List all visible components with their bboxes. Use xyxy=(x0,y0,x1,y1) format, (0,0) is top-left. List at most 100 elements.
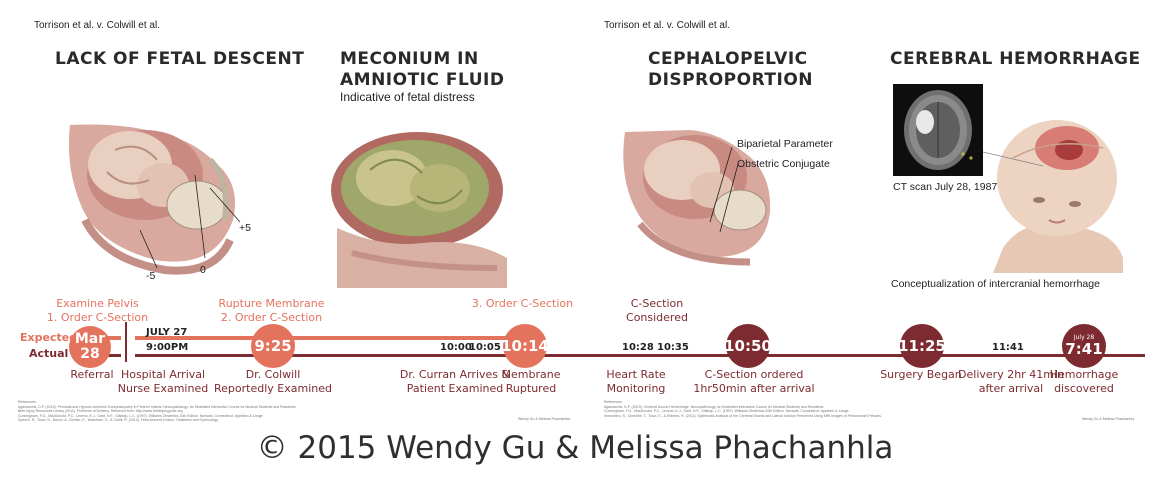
top-event-third-order: 3. Order C-Section xyxy=(465,297,580,311)
bottom-event-line: after arrival xyxy=(978,382,1044,395)
heading-cephalopelvic: CEPHALOPELVIC DISPROPORTION xyxy=(648,49,813,91)
time-value: 10:14 xyxy=(501,337,549,355)
bottom-event-line: Surgery Began xyxy=(880,368,962,381)
bottom-event-dr-curran: Dr. Curran Arrives & Patient Examined xyxy=(392,368,518,396)
date-label: JULY 27 xyxy=(146,327,188,338)
bottom-event-line: Nurse Examined xyxy=(117,382,209,395)
ct-scan-image xyxy=(893,84,983,176)
expected-track xyxy=(135,336,525,340)
cephalopelvic-illustration xyxy=(623,130,771,266)
actual-legend-label: Actual xyxy=(29,347,69,360)
heading-meconium-line-1: MECONIUM IN xyxy=(340,49,479,69)
heading-cephalopelvic-line-2: DISPROPORTION xyxy=(648,70,814,90)
top-event-line: Rupture Membrane xyxy=(218,297,325,310)
bottom-event-line: Dr. Colwill xyxy=(245,368,301,381)
bottom-event-line: Hemorrhage xyxy=(1049,368,1119,381)
top-event-rupture-membrane: Rupture Membrane 2. Order C-Section xyxy=(214,297,329,325)
time-label-1005: 10:05 xyxy=(469,342,501,353)
reference-entry: Cunningham, F.G., MacDonald, P.C., Leven… xyxy=(604,409,850,413)
heading-cephalopelvic-line-1: CEPHALOPELVIC xyxy=(648,49,808,69)
label-biparietal-parameter: Biparietal Parameter xyxy=(737,138,833,150)
referral-day: 28 xyxy=(80,346,100,362)
bottom-event-line: Delivery 2hr 41min xyxy=(958,368,1064,381)
bottom-event-line: Hospital Arrival xyxy=(120,368,206,381)
fetal-descent-illustration xyxy=(68,124,241,275)
case-label-left: Torrison et al. v. Colwill et al. xyxy=(34,20,160,31)
reference-entry: Speech, R., Tuszi, N., Bosch, A., Dichte… xyxy=(18,418,219,422)
bottom-event-line: Ruptured xyxy=(505,382,557,395)
bottom-event-hemorrhage-discovered: Hemorrhage discovered xyxy=(1047,368,1121,396)
heading-fetal-descent: LACK OF FETAL DESCENT xyxy=(55,49,305,69)
time-value: 7:41 xyxy=(1065,340,1103,358)
station-plus-five: +5 xyxy=(239,222,251,234)
top-event-line: Considered xyxy=(626,311,688,324)
heading-hemorrhage: CEREBRAL HEMORRHAGE xyxy=(890,49,1141,69)
case-label-right: Torrison et al. v. Colwill et al. xyxy=(604,20,730,31)
time-break-marker xyxy=(125,322,127,362)
expected-legend-label: Expected xyxy=(20,331,78,344)
hemorrhage-caption: Conceptualization of intercranial hemorr… xyxy=(891,278,1100,290)
bottom-event-csection-ordered: C-Section ordered 1hr50min after arrival xyxy=(682,368,826,396)
bottom-event-membrane-ruptured: Membrane Ruptured xyxy=(498,368,564,396)
references-heading: References xyxy=(18,400,36,404)
actual-track xyxy=(135,354,1145,357)
expected-time-0925: 9:25 xyxy=(251,324,295,368)
top-event-line: Examine Pelvis xyxy=(56,297,139,310)
bottom-event-referral: Referral xyxy=(60,368,124,382)
time-label-0900pm: 9:00PM xyxy=(146,342,189,353)
reference-entry: Birth Injury Resources Library (2011). P… xyxy=(18,409,183,413)
bottom-event-line: C-Section ordered xyxy=(704,368,804,381)
top-event-line: 2. Order C-Section xyxy=(220,311,323,324)
expected-time-1014: 10:14 xyxy=(501,324,549,368)
reference-entry: Agamanolis, D.P. (2013). Cerebral Anoxic… xyxy=(604,404,825,409)
references-heading: References xyxy=(604,400,622,404)
top-event-line: 3. Order C-Section xyxy=(471,297,574,310)
bottom-event-line: 1hr50min after arrival xyxy=(693,382,815,395)
time-label-1035: 10:35 xyxy=(657,342,689,353)
heading-meconium-subtitle: Indicative of fetal distress xyxy=(340,90,475,104)
time-label-1141: 11:41 xyxy=(992,342,1024,353)
actual-time-1125: 11:25 xyxy=(898,324,946,368)
references-left: References Agamanolis, D.P. (2013). Peri… xyxy=(18,400,438,423)
bottom-event-dr-colwill: Dr. Colwill Reportedly Examined xyxy=(210,368,336,396)
bottom-event-line: discovered xyxy=(1054,382,1114,395)
time-date-small: July 28 xyxy=(1073,334,1095,341)
bottom-event-line: Membrane xyxy=(501,368,561,381)
station-zero: 0 xyxy=(200,264,206,276)
copyright-notice: © 2015 Wendy Gu & Melissa Phachanhla xyxy=(256,430,894,466)
infant-illustration xyxy=(983,120,1123,273)
time-label-1028: 10:28 xyxy=(622,342,654,353)
bottom-event-heart-rate: Heart Rate Monitoring xyxy=(596,368,676,396)
label-obstetric-conjugate: Obstetric Conjugate xyxy=(737,158,830,170)
referral-month: Mar xyxy=(74,331,106,347)
references-right: References Agamanolis, D.P. (2013). Cere… xyxy=(604,400,1024,418)
credit-left: Wendy Gu & Melissa Phachanhla xyxy=(518,417,571,421)
top-event-line: C-Section xyxy=(630,297,684,310)
top-event-examine-pelvis: Examine Pelvis 1. Order C-Section xyxy=(40,297,155,325)
bottom-event-delivery: Delivery 2hr 41min after arrival xyxy=(956,368,1066,396)
station-minus-five: -5 xyxy=(146,270,156,282)
heading-meconium-line-2: AMNIOTIC FLUID xyxy=(340,70,505,90)
reference-entry: Agamanolis, D.P. (2013). Perinatal and H… xyxy=(18,404,297,409)
top-event-line: 1. Order C-Section xyxy=(46,311,149,324)
time-label-1000: 10:00 xyxy=(440,342,472,353)
bottom-event-line: Patient Examined xyxy=(406,382,504,395)
bottom-event-surgery-began: Surgery Began xyxy=(874,368,968,382)
bottom-event-line: Referral xyxy=(70,368,114,381)
bottom-event-line: Reportedly Examined xyxy=(214,382,332,395)
top-event-csection-considered: C-Section Considered xyxy=(612,297,702,325)
actual-time-0741: July 28 7:41 xyxy=(1062,324,1106,368)
ct-scan-caption: CT scan July 28, 1987 xyxy=(893,181,998,193)
reference-entry: Immordino, S., Cheshire, T., Tuszi, E., … xyxy=(604,413,882,418)
actual-time-1050: 10:50 xyxy=(724,324,772,368)
time-value: 10:50 xyxy=(724,337,772,355)
time-value: 11:25 xyxy=(898,337,946,355)
heading-meconium: MECONIUM IN AMNIOTIC FLUID xyxy=(340,49,504,91)
referral-date-marker: Mar 28 xyxy=(69,326,111,368)
reference-entry: Cunningham, F.G., MacDonald, P.C., Leven… xyxy=(18,413,264,418)
meconium-illustration xyxy=(331,132,507,288)
bottom-event-line: Dr. Curran Arrives & xyxy=(399,368,511,381)
bottom-event-line: Monitoring xyxy=(606,382,666,395)
bottom-event-line: Heart Rate xyxy=(606,368,666,381)
bottom-event-hospital-arrival: Hospital Arrival Nurse Examined xyxy=(115,368,211,396)
